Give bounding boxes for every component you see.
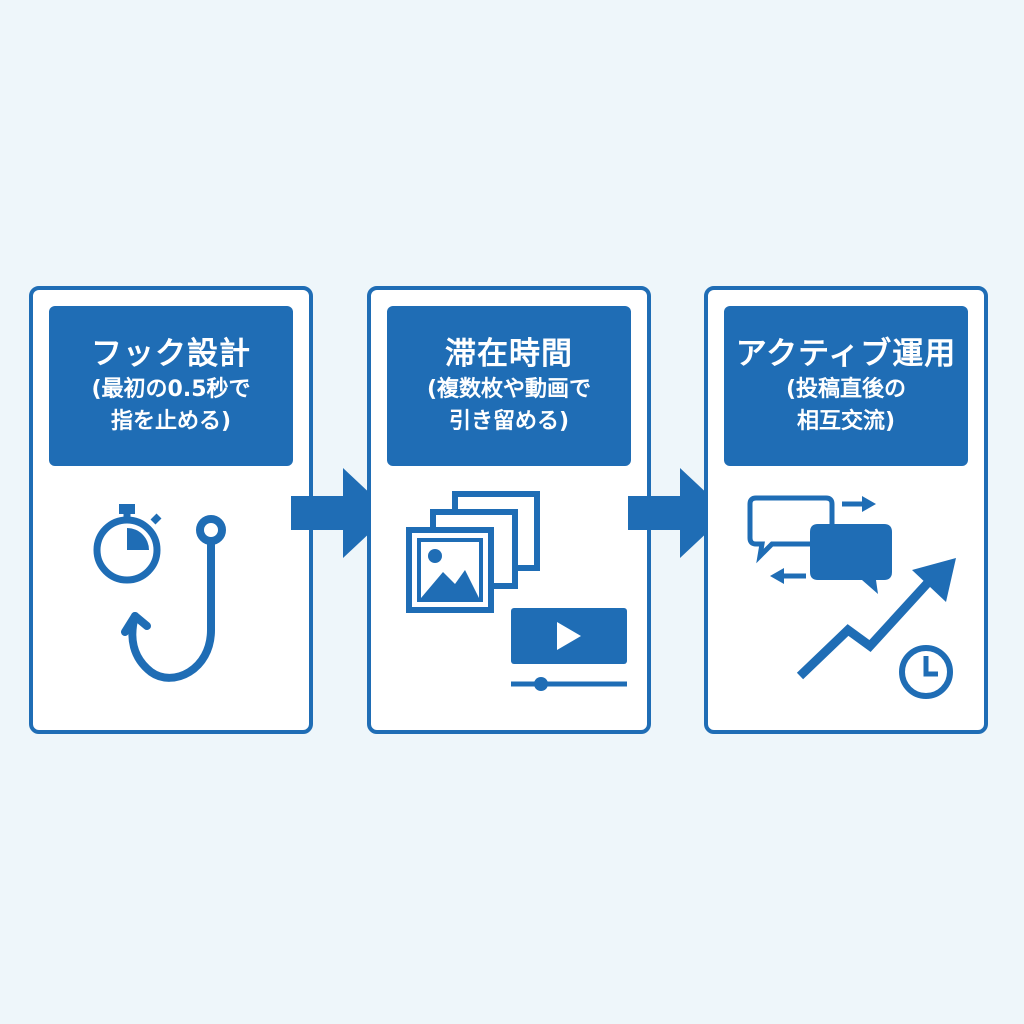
- step-label-box: フック設計 (最初の0.5秒で 指を止める): [49, 306, 293, 466]
- step-subtitle-line: 指を止める): [110, 409, 232, 434]
- step-subtitle-line: 引き留める): [448, 409, 570, 434]
- step-subtitle-line: 相互交流): [796, 409, 896, 434]
- step-subtitle-line: (複数枚や動画で: [426, 377, 592, 402]
- video-player-icon: [511, 608, 627, 691]
- step-title: フック設計: [91, 336, 251, 372]
- step-panel-dwell-time: 滞在時間 (複数枚や動画で 引き留める): [367, 286, 651, 734]
- step-subtitle-line: (投稿直後の: [785, 377, 907, 402]
- right-arrow-icon: [628, 468, 728, 558]
- step-icons: [708, 480, 984, 720]
- step-label-box: アクティブ運用 (投稿直後の 相互交流): [724, 306, 968, 466]
- fish-hook-icon: [121, 515, 226, 682]
- step-panel-active-operation: アクティブ運用 (投稿直後の 相互交流): [704, 286, 988, 734]
- step-subtitle-line: (最初の0.5秒で: [91, 377, 251, 402]
- exchange-arrows-icon: [770, 496, 876, 584]
- step-panel-hook-design: フック設計 (最初の0.5秒で 指を止める): [29, 286, 313, 734]
- rising-trend-icon: [796, 558, 956, 680]
- step-icons: [33, 480, 309, 720]
- right-arrow-icon: [291, 468, 391, 558]
- stopwatch-icon: [93, 504, 162, 584]
- step-title: 滞在時間: [445, 336, 573, 372]
- image-stack-icon: [406, 491, 540, 613]
- step-label-box: 滞在時間 (複数枚や動画で 引き留める): [387, 306, 631, 466]
- step-title: アクティブ運用: [735, 336, 957, 372]
- clock-icon: [899, 645, 953, 699]
- chat-bubbles-icon: [747, 495, 892, 594]
- step-icons: [371, 480, 647, 720]
